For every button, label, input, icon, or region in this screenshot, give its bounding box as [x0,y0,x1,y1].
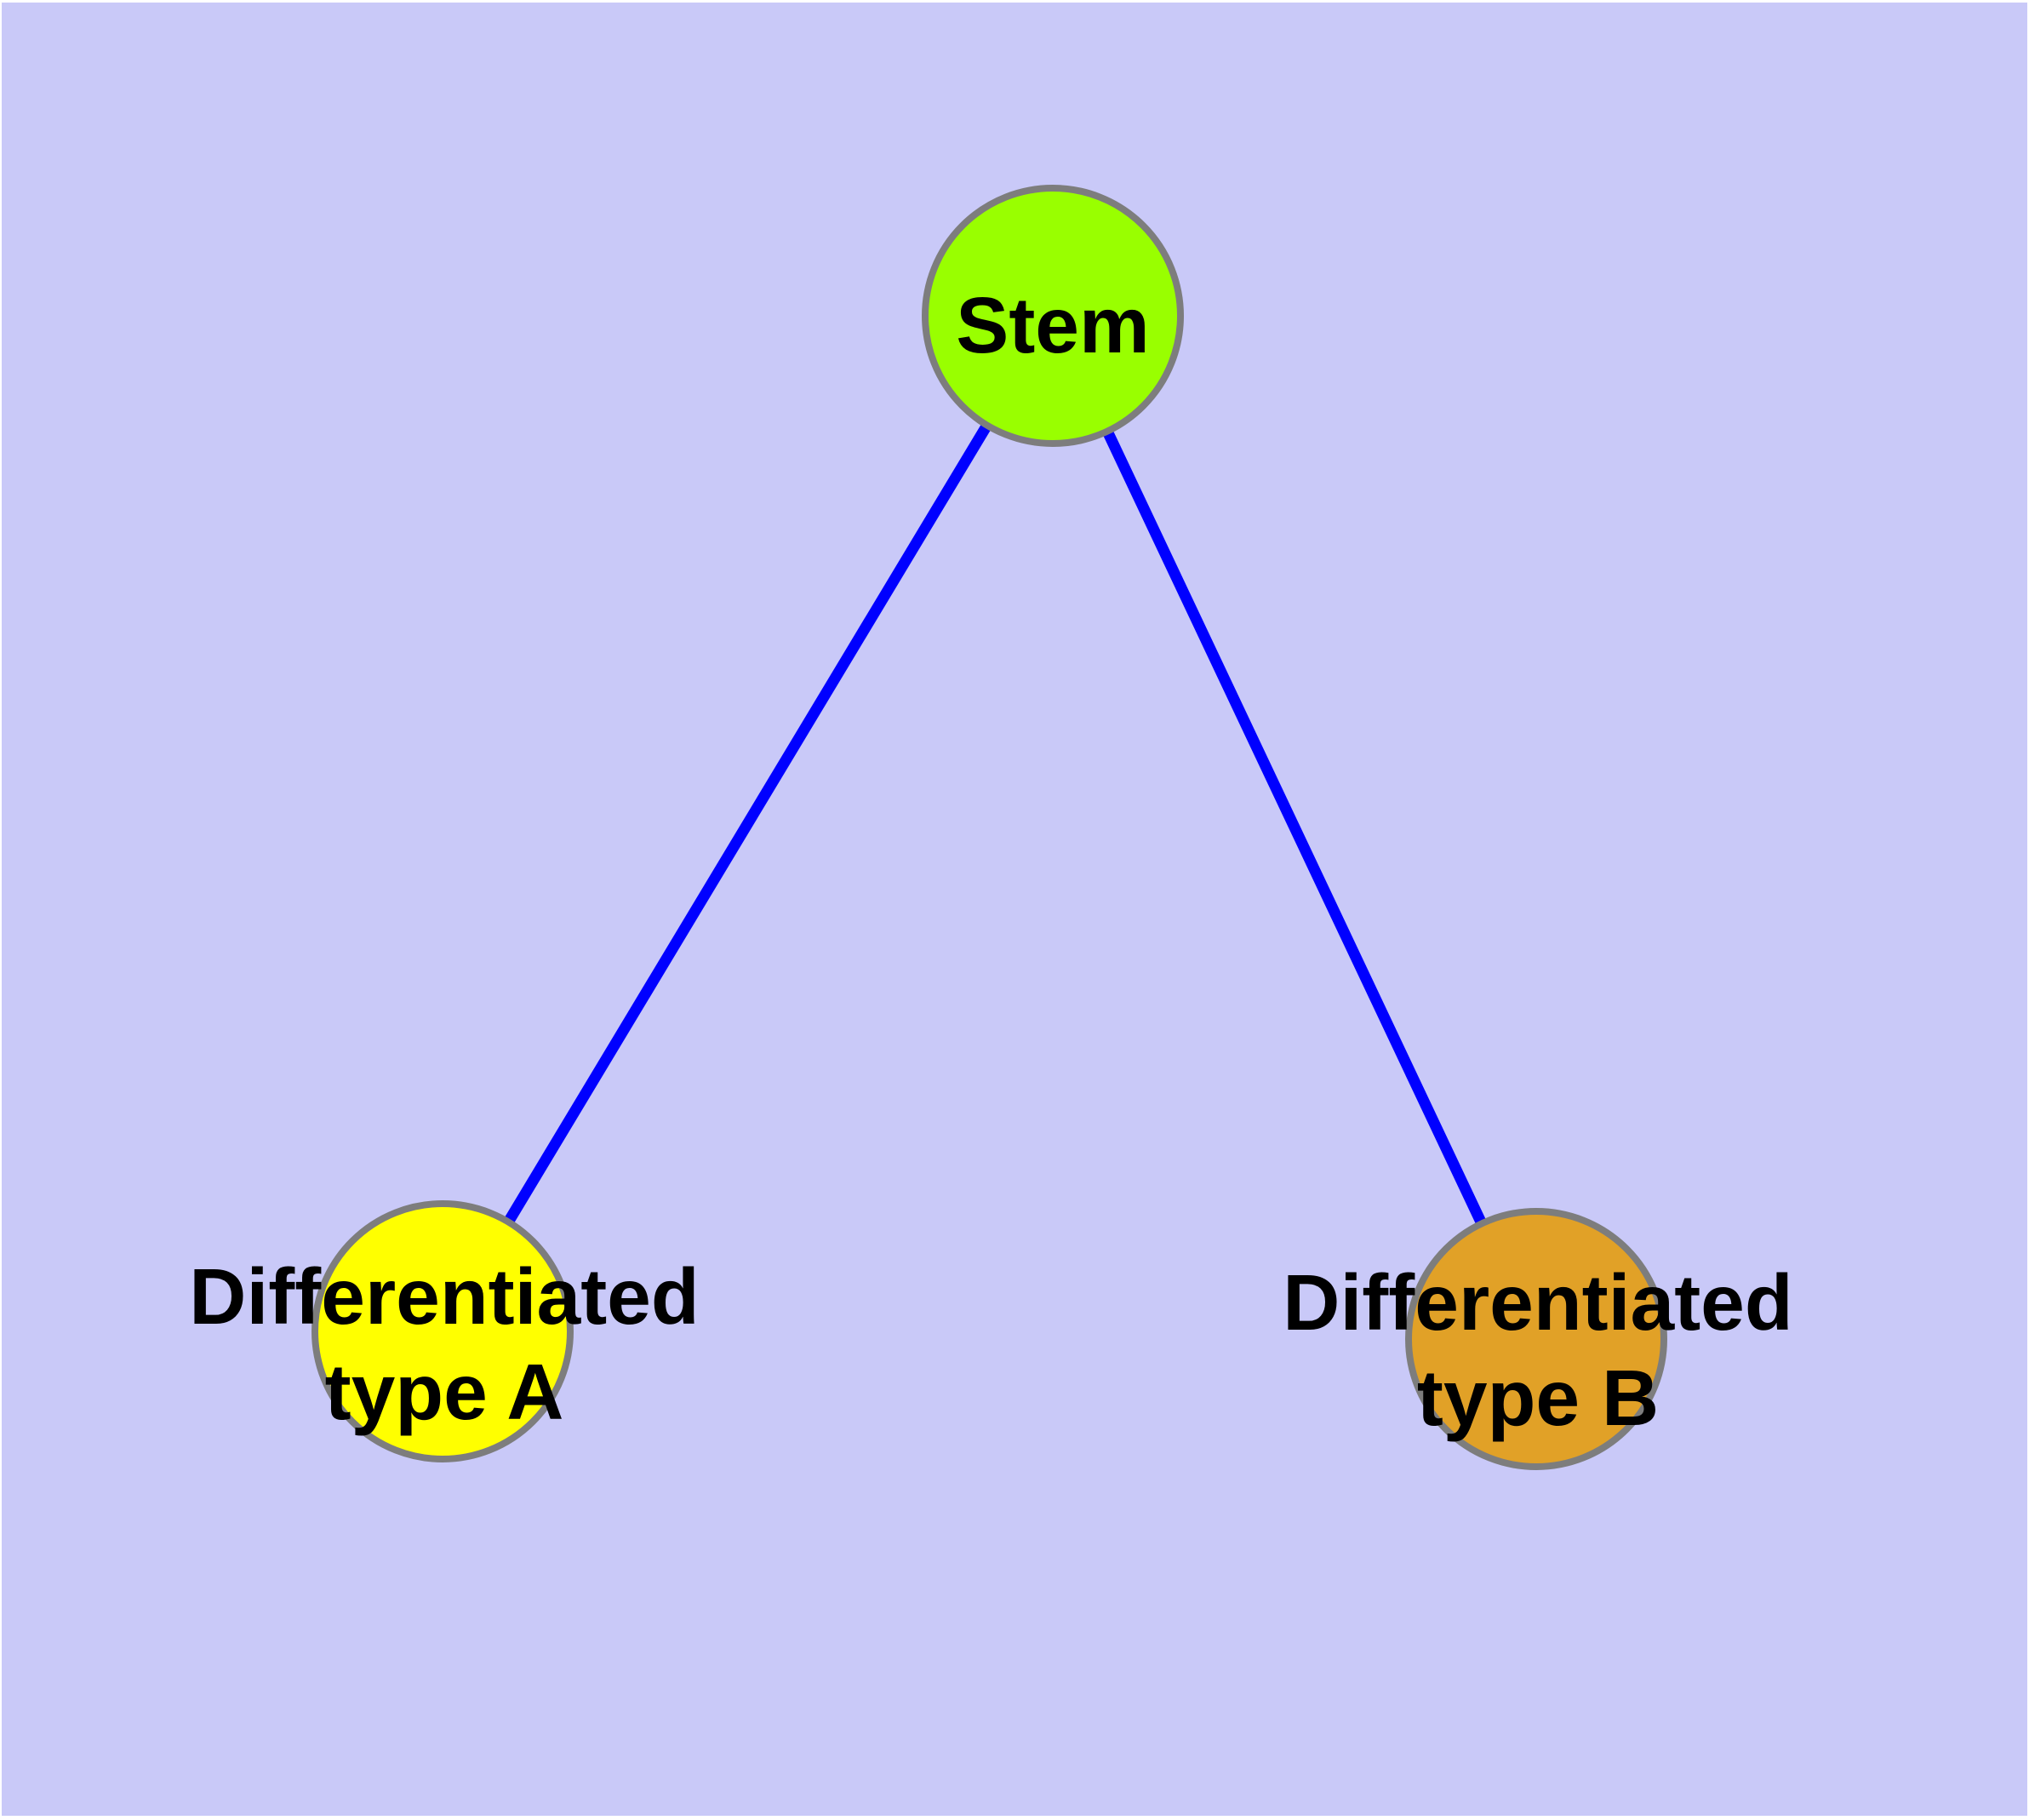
stem-node-label: Stem [956,281,1150,369]
differentiated-type-a-node-circle [311,1200,574,1462]
stem-node-circle [922,185,1184,447]
edge-stem-to-type-b [1048,313,1541,1342]
diagram-svg [311,185,1667,1470]
differentiated-type-b-node-label: Differentiated type B [1283,1258,1793,1442]
differentiated-type-b-node-circle [1405,1208,1667,1470]
diagram-canvas: Stem Differentiated type A Differentiate… [2,3,2027,1816]
edge-stem-to-type-a [437,312,1058,1335]
differentiated-type-a-node-label: Differentiated type A [189,1252,700,1436]
